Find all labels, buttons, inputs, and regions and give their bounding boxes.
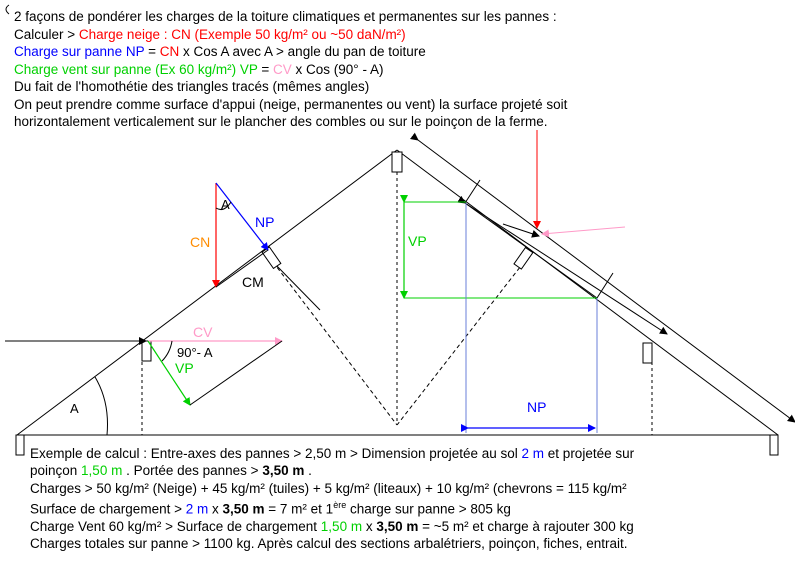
slope-dim-outer [409,132,795,423]
calc-line-5: Charge Vent 60 kg/m² > Surface de charge… [30,518,634,534]
label-cn: CN [190,234,210,250]
calc-line-6: Charges totales sur panne > 1100 kg. Apr… [30,535,628,551]
wind-load-arrow [541,226,626,238]
label-np-bottom: NP [527,399,546,415]
strut-left [272,261,398,426]
label-vp-left: VP [175,360,194,376]
corner-bracket [5,4,10,15]
strut-right [396,261,525,426]
calc-line-4: Surface de chargement > 2 m x 3,50 m = 7… [30,499,511,517]
roof-left-slope [16,149,398,436]
intro-text: 2 façons de pondérer les charges de la t… [14,8,789,131]
purlin-right-mid [513,246,534,270]
intro-line-5: Du fait de l'homothétie des triangles tr… [14,79,370,94]
strut-solid [272,261,321,311]
angle-arc-a-top [215,201,232,210]
purlin-left-mid [261,246,282,270]
slope-dim-tick-2 [596,272,614,299]
slope-arrow-mid [502,223,540,238]
wind-triangle-side [189,340,283,406]
intro-line-7: horizontalement verticalement sur le pla… [14,114,548,129]
intro-line-3: Charge sur panne NP = CN x Cos A avec A … [14,44,426,59]
purlin-top [391,151,403,173]
slope-dim-inner [456,195,668,335]
intro-line-1: 2 façons de pondérer les charges de la t… [14,9,557,24]
label-vp-center: VP [408,233,427,249]
intro-line-4: Charge vent sur panne (Ex 60 kg/m²) VP =… [14,61,384,77]
label-cm: CM [242,274,264,290]
intro-line-6: On peut prendre comme surface d'appui (n… [14,96,568,112]
label-a-top: A [221,197,230,212]
calc-line-3: Charges > 50 kg/m² (Neige) + 45 kg/m² (t… [30,480,627,496]
intro-line-2: Calculer > Charge neige : CN (Exemple 50… [14,26,406,42]
label-cv: CV [193,324,213,340]
label-90a: 90°- A [177,345,213,360]
vp-arrow [147,340,191,406]
calc-line-2: poinçon 1,50 m . Portée des pannes > 3,5… [30,463,312,479]
label-a-bottom: A [70,401,79,416]
cm-line [215,249,269,288]
calc-line-1: Exemple de calcul : Entre-axes des panne… [30,446,635,461]
calculation-text: Exemple de calcul : Entre-axes des panne… [30,445,780,552]
angle-arc-a-bottom [94,376,108,436]
angle-arc-90a [161,340,173,362]
left-support [15,434,25,456]
purlin-right-low [642,342,653,364]
label-np: NP [255,214,274,230]
np-arrow [215,182,269,251]
right-support [769,434,779,456]
slope-dim-tick-1 [464,179,481,204]
slope-short-line [464,202,598,299]
roof-right-slope [396,149,779,436]
